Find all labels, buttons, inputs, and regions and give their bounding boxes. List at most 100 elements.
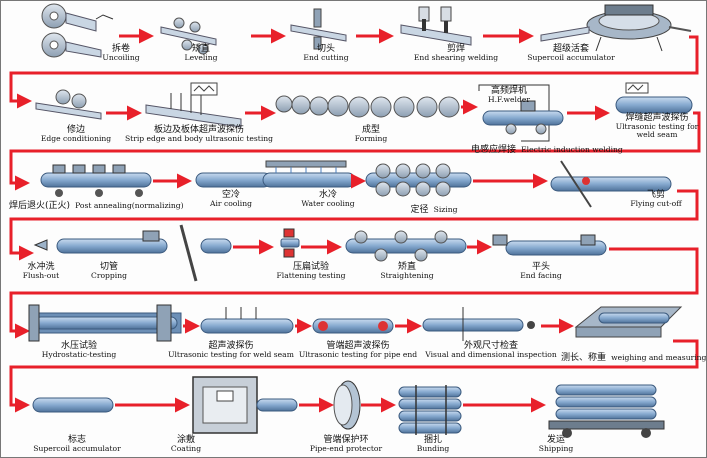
step-coating: 涂敷 Coating: [161, 435, 211, 454]
step-label-cn: 剪焊: [446, 44, 465, 54]
step-weighing: 测长、称重 weighing and measuring: [561, 347, 706, 364]
step-label-en: Water cooling: [301, 199, 355, 209]
pipe-end-ultrasonic-graphic: [312, 318, 394, 334]
step-label-en: Bunding: [416, 444, 450, 454]
step-label-cn: 管端超声波探伤: [326, 341, 390, 351]
step-label-en: Hydrostatic-testing: [41, 350, 117, 360]
step-label-en: Visual and dimensional inspection: [425, 350, 557, 360]
cropping-graphic: [56, 224, 232, 282]
step-label-cn: 矫直: [191, 44, 210, 54]
step-label-cn: 超声波探伤: [208, 341, 254, 351]
step-sizing: 定径 Sizing: [399, 199, 469, 216]
leveling-graphic: [160, 17, 217, 55]
end-facing-graphic: [492, 234, 607, 256]
welder-label-cn: 高频焊机: [490, 86, 527, 96]
step-bunding: 捆扎 Bunding: [405, 435, 461, 454]
step-label-cn: 矫直: [397, 262, 416, 272]
step-label-cn: 涂敷: [176, 435, 195, 445]
step-label-cn: 外观尺寸检查: [463, 341, 518, 351]
step-ultrasonic-weld: 超声波探伤 Ultrasonic testing for weld seam: [161, 341, 301, 360]
step-end-cutting: 切头 End cutting: [293, 44, 359, 62]
step-weld-seam-ultrasonic: 焊缝超声波探伤 Ultrasonic testing for weld seam: [611, 113, 703, 140]
step-pipe-end-protector: 管端保护环 Pipe-end protector: [301, 435, 391, 454]
step-label-cn: 水压试验: [60, 341, 97, 351]
step-label-en: Straightening: [380, 271, 434, 281]
step-label-cn: 压扁试验: [292, 262, 329, 272]
flattening-graphic: [280, 228, 300, 258]
step-pipe-end-ultrasonic: 管端超声波探伤 Ultrasonic testing for pipe end: [293, 341, 423, 360]
hf-welder-label: 高频焊机 H.F.welder: [479, 86, 539, 105]
step-label-en: Uncoiling: [102, 53, 140, 63]
step-label-en: Leveling: [184, 53, 218, 63]
hf-welder-graphic: [478, 84, 564, 142]
step-cropping: 切管 Cropping: [81, 262, 137, 280]
step-marking: 标志 Supercoil accumulator: [27, 435, 127, 454]
weld-seam-ultrasonic-graphic: [615, 82, 693, 114]
step-label-cn: 测长、称重: [561, 353, 607, 363]
step-label-cn: 飞剪: [646, 190, 665, 200]
step-label-en: Supercoil accumulator: [33, 444, 121, 454]
step-label-en: Ultrasonic testing for weld seam: [615, 122, 699, 140]
step-label-en: End facing: [520, 271, 562, 281]
step-label-cn: 空冷: [221, 190, 240, 200]
step-label-en: Forming: [354, 134, 388, 144]
step-leveling: 矫直 Leveling: [171, 44, 231, 63]
step-label-cn: 切头: [316, 44, 335, 54]
step-air-cooling: 空冷 Air cooling: [201, 190, 261, 208]
step-strip-ultrasonic: 板边及板体超声波探伤 Strip edge and body ultrasoni…: [119, 125, 279, 143]
step-label-cn: 切管: [99, 262, 118, 272]
welder-label-en: H.F.welder: [488, 95, 530, 105]
step-label-cn: 超级活套: [552, 44, 589, 54]
step-label-en: Pipe-end protector: [309, 444, 383, 454]
step-label-cn: 拆卷: [111, 44, 130, 54]
step-visual-inspection: 外观尺寸检查 Visual and dimensional inspection: [421, 341, 561, 360]
step-label-en: Flying cut-off: [630, 199, 682, 209]
forming-graphic: [275, 95, 460, 118]
step-forming: 成型 Forming: [341, 125, 401, 144]
step-end-shearing-welding: 剪焊 End shearing welding: [406, 44, 506, 63]
step-label-en: weighing and measuring: [611, 353, 707, 362]
uncoiling-graphic: [41, 3, 114, 58]
hydrostatic-graphic: [28, 304, 182, 342]
step-hydrostatic: 水压试验 Hydrostatic-testing: [29, 341, 129, 360]
air-cooling-graphic: [195, 172, 272, 188]
bunding-graphic: [398, 385, 462, 435]
step-label-en: End shearing welding: [413, 53, 499, 63]
step-label-cn: 定径: [410, 205, 429, 215]
step-label-cn: 焊缝超声波探伤: [625, 113, 689, 123]
step-label-cn: 水冷: [318, 190, 337, 200]
step-label-cn: 发运: [546, 435, 565, 445]
step-label-cn: 平头: [531, 262, 550, 272]
step-water-cooling: 水冷 Water cooling: [293, 190, 363, 209]
marking-graphic: [32, 397, 114, 413]
end-shearing-welding-graphic: [400, 6, 472, 46]
coating-graphic: [192, 376, 298, 434]
step-label-en: Ultrasonic testing for weld seam: [168, 350, 294, 360]
step-label-en: Electric induction welding: [521, 145, 623, 154]
flush-out-graphic: [33, 239, 48, 251]
post-annealing-graphic: [40, 164, 152, 197]
step-label-en: Edge conditioning: [40, 134, 112, 144]
step-label-en: Ultrasonic testing for pipe end: [298, 350, 418, 360]
step-label-en: Flattening testing: [276, 271, 346, 281]
step-label-en: Coating: [170, 444, 202, 454]
step-uncoiling: 拆卷 Uncoiling: [93, 44, 149, 63]
step-label-cn: 成型: [361, 125, 380, 135]
pipe-end-protector-graphic: [333, 380, 361, 430]
weighing-graphic: [574, 306, 683, 338]
step-label-cn: 管端保护环: [323, 435, 369, 445]
step-label-en: Supercoil accumulator: [527, 53, 615, 63]
step-label-en: Shipping: [538, 444, 574, 454]
flying-cutoff-graphic: [550, 160, 672, 208]
step-end-facing: 平头 End facing: [506, 262, 576, 281]
step-label-en: Sizing: [433, 205, 458, 214]
edge-conditioning-graphic: [35, 89, 102, 120]
step-label-en: Post annealing(normalizing): [75, 201, 184, 210]
shipping-graphic: [548, 384, 665, 438]
step-label-cn: 标志: [67, 435, 86, 445]
step-shipping: 发运 Shipping: [521, 435, 591, 454]
step-straightening: 矫直 Straightening: [371, 262, 443, 281]
step-edge-conditioning: 修边 Edge conditioning: [33, 125, 119, 144]
